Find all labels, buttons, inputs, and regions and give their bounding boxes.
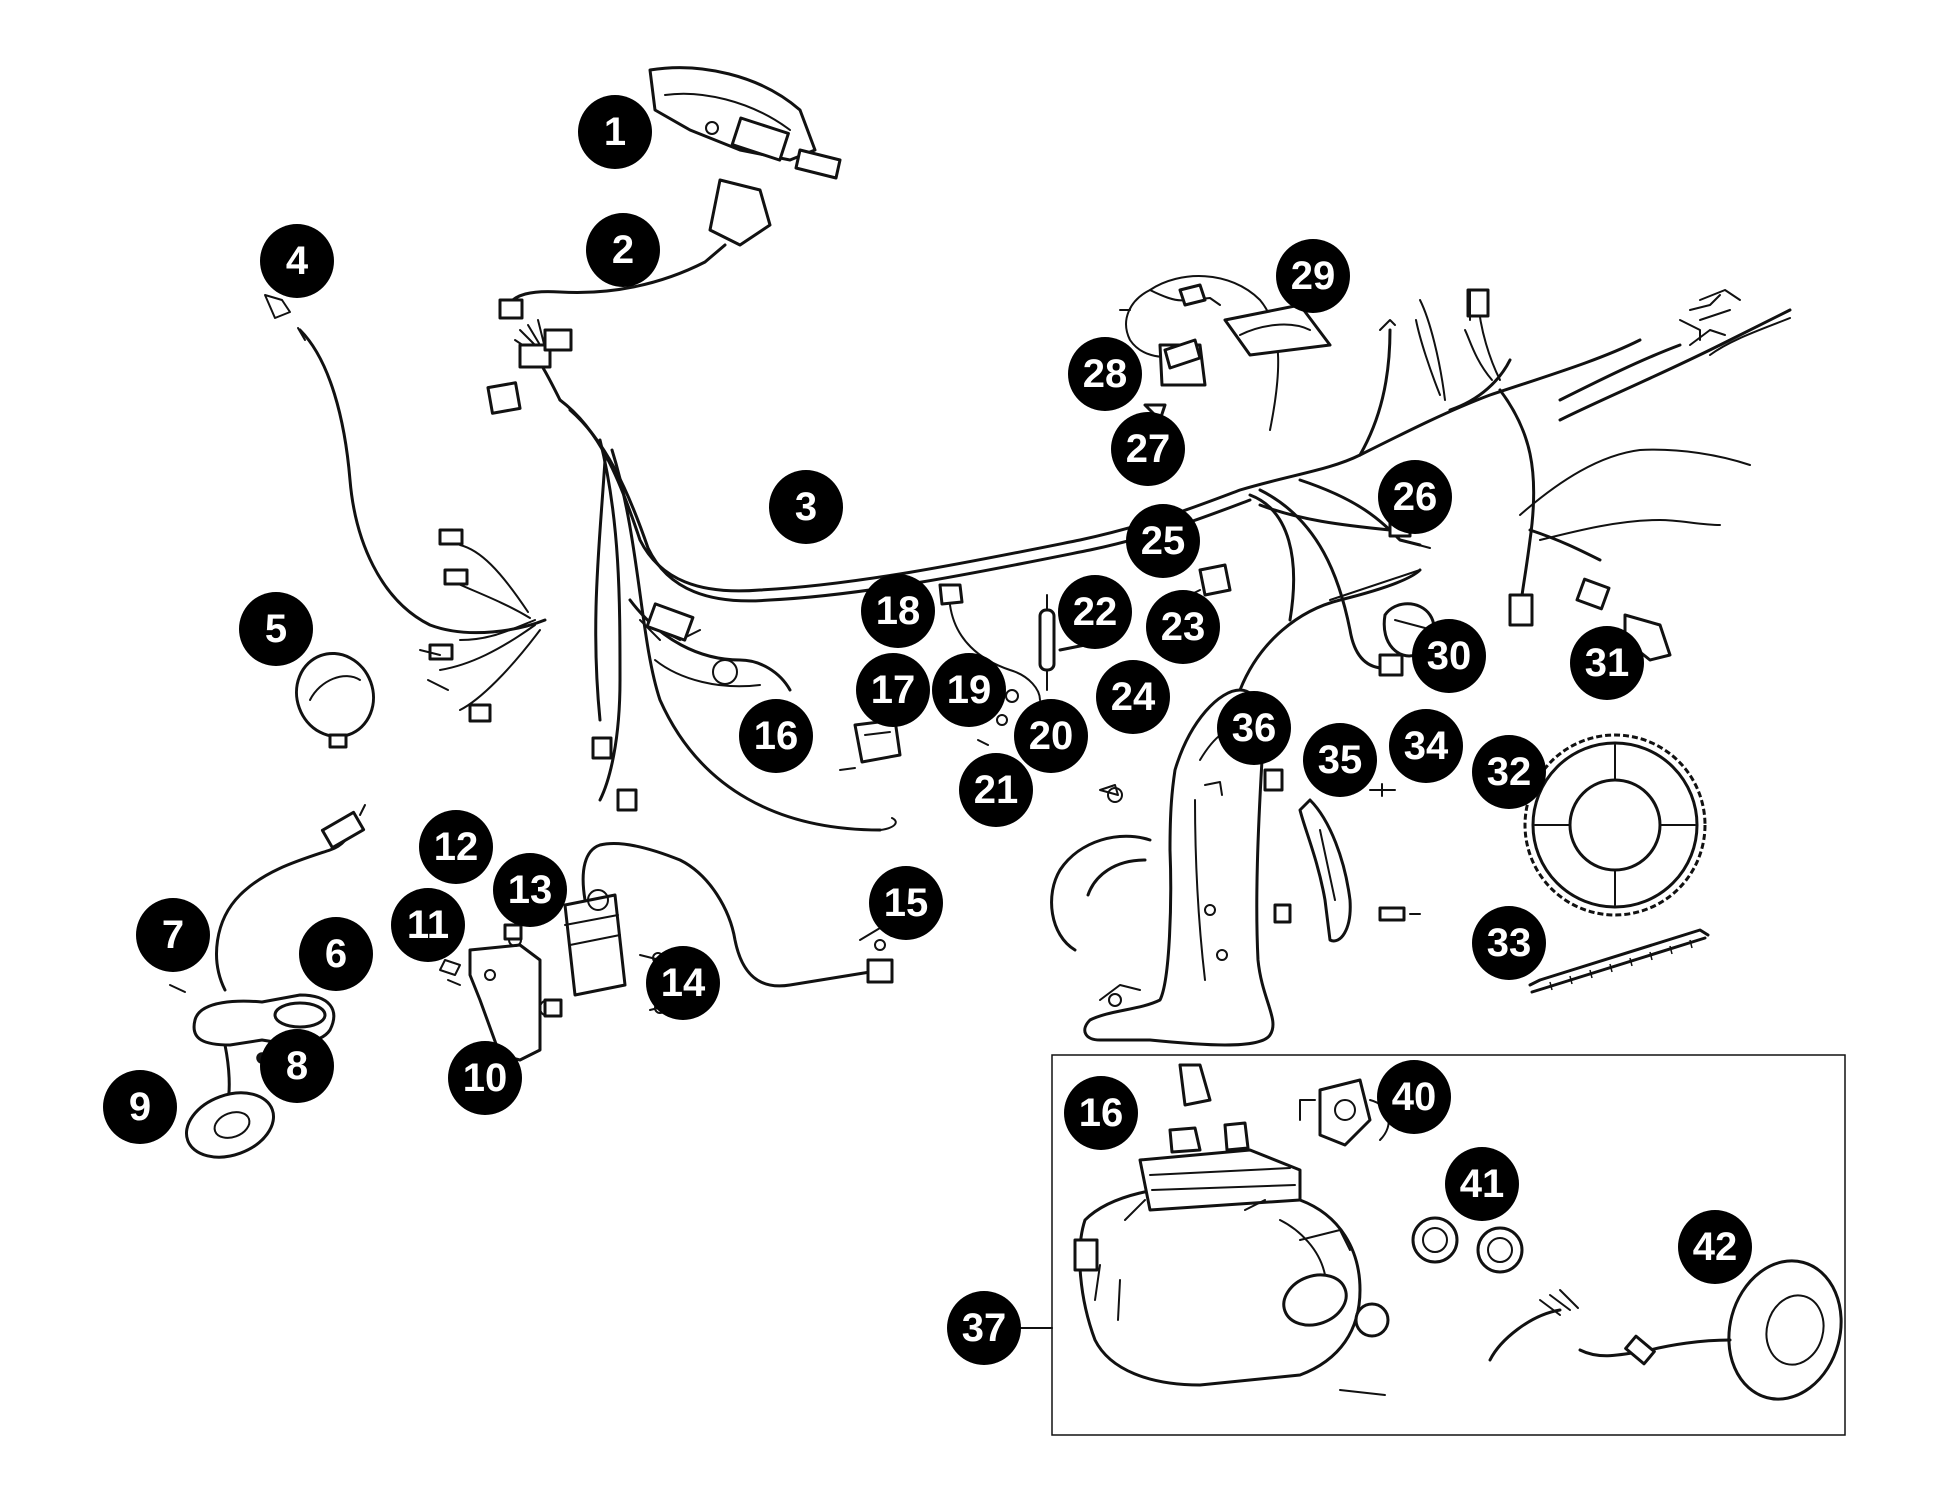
callout-21: 21 — [959, 753, 1033, 827]
callout-label: 5 — [265, 607, 287, 651]
callout-40: 40 — [1377, 1060, 1451, 1134]
callout-label: 14 — [661, 961, 706, 1005]
callout-label: 7 — [162, 913, 184, 957]
callout-13: 13 — [493, 853, 567, 927]
callout-16-inset: 16 — [1064, 1076, 1138, 1150]
callout-15: 15 — [869, 866, 943, 940]
callout-label: 18 — [876, 589, 921, 633]
callout-label: 31 — [1585, 641, 1630, 685]
callout-label: 33 — [1487, 921, 1532, 965]
callout-label: 9 — [129, 1085, 151, 1129]
main-wiring-harness — [419, 275, 1792, 832]
callout-label: 2 — [612, 228, 634, 272]
callout-label: 8 — [286, 1044, 308, 1088]
callout-label: 4 — [286, 239, 309, 283]
callout-label: 35 — [1318, 738, 1363, 782]
callout-7: 7 — [136, 898, 210, 972]
swingarm-bracket — [1050, 568, 1422, 1047]
callout-label: 27 — [1126, 427, 1171, 471]
drive-chain — [1528, 928, 1710, 994]
callout-label: 16 — [754, 714, 799, 758]
callout-37: 37 — [947, 1291, 1021, 1365]
dash-connector — [498, 178, 772, 320]
callout-11: 11 — [391, 888, 465, 962]
callout-33: 33 — [1472, 906, 1546, 980]
callout-20: 20 — [1014, 699, 1088, 773]
callout-label: 19 — [947, 668, 992, 712]
line-art — [169, 66, 1846, 1436]
callout-41: 41 — [1445, 1147, 1519, 1221]
callout-6: 6 — [299, 917, 373, 991]
callout-label: 6 — [325, 932, 347, 976]
instrument-panel — [648, 66, 842, 180]
callout-label: 37 — [962, 1306, 1007, 1350]
callout-2: 2 — [586, 213, 660, 287]
callout-4: 4 — [260, 224, 334, 298]
callout-label: 10 — [463, 1056, 508, 1100]
callout-label: 23 — [1161, 605, 1206, 649]
callout-label: 29 — [1291, 254, 1336, 298]
engine-inset — [1019, 1054, 1846, 1436]
callout-label: 40 — [1392, 1075, 1437, 1119]
callout-label: 12 — [434, 825, 479, 869]
callout-32: 32 — [1472, 735, 1546, 809]
callout-label: 24 — [1111, 675, 1156, 719]
callout-label: 28 — [1083, 352, 1128, 396]
callout-29: 29 — [1276, 239, 1350, 313]
callout-label: 21 — [974, 768, 1019, 812]
callout-31: 31 — [1570, 626, 1644, 700]
callout-3: 3 — [769, 470, 843, 544]
callout-label: 25 — [1141, 519, 1186, 563]
callout-36: 36 — [1217, 691, 1291, 765]
callout-18: 18 — [861, 574, 935, 648]
callout-label: 13 — [508, 868, 553, 912]
callout-9: 9 — [103, 1070, 177, 1144]
callout-label: 26 — [1393, 475, 1438, 519]
callout-14: 14 — [646, 946, 720, 1020]
callout-label: 36 — [1232, 706, 1277, 750]
callout-16: 16 — [739, 699, 813, 773]
callout-label: 11 — [407, 903, 449, 947]
terminal-wire-4 — [264, 294, 547, 635]
callout-label: 1 — [604, 110, 626, 154]
callout-label: 3 — [795, 485, 817, 529]
ignition-coil-bracket — [439, 841, 894, 1062]
callout-8: 8 — [260, 1029, 334, 1103]
callout-label: 20 — [1029, 714, 1074, 758]
relay-and-fuse — [1143, 283, 1332, 422]
callout-19: 19 — [932, 653, 1006, 727]
rear-sprocket — [1523, 733, 1707, 917]
callout-24: 24 — [1096, 660, 1170, 734]
callout-22: 22 — [1058, 575, 1132, 649]
callout-28: 28 — [1068, 337, 1142, 411]
ignition-switch-group — [169, 804, 366, 1159]
callout-23: 23 — [1146, 590, 1220, 664]
callout-label: 30 — [1427, 634, 1472, 678]
callout-17: 17 — [856, 653, 930, 727]
round-cover — [295, 651, 375, 749]
callout-label: 41 — [1460, 1162, 1505, 1206]
callout-42: 42 — [1678, 1210, 1752, 1284]
callout-26: 26 — [1378, 460, 1452, 534]
callout-30: 30 — [1412, 619, 1486, 693]
sprocket-bolt — [1369, 783, 1421, 922]
callout-5: 5 — [239, 592, 313, 666]
chain-guide — [1298, 798, 1352, 943]
callout-10: 10 — [448, 1041, 522, 1115]
callout-label: 32 — [1487, 750, 1532, 794]
callout-27: 27 — [1111, 412, 1185, 486]
callout-label: 16 — [1079, 1091, 1124, 1135]
callout-34: 34 — [1389, 709, 1463, 783]
callout-label: 22 — [1073, 590, 1118, 634]
callout-label: 17 — [871, 668, 916, 712]
callout-35: 35 — [1303, 723, 1377, 797]
callout-label: 15 — [884, 881, 929, 925]
callout-1: 1 — [578, 95, 652, 169]
callout-25: 25 — [1126, 504, 1200, 578]
callout-label: 34 — [1404, 724, 1449, 768]
callout-12: 12 — [419, 810, 493, 884]
callout-label: 42 — [1693, 1225, 1738, 1269]
